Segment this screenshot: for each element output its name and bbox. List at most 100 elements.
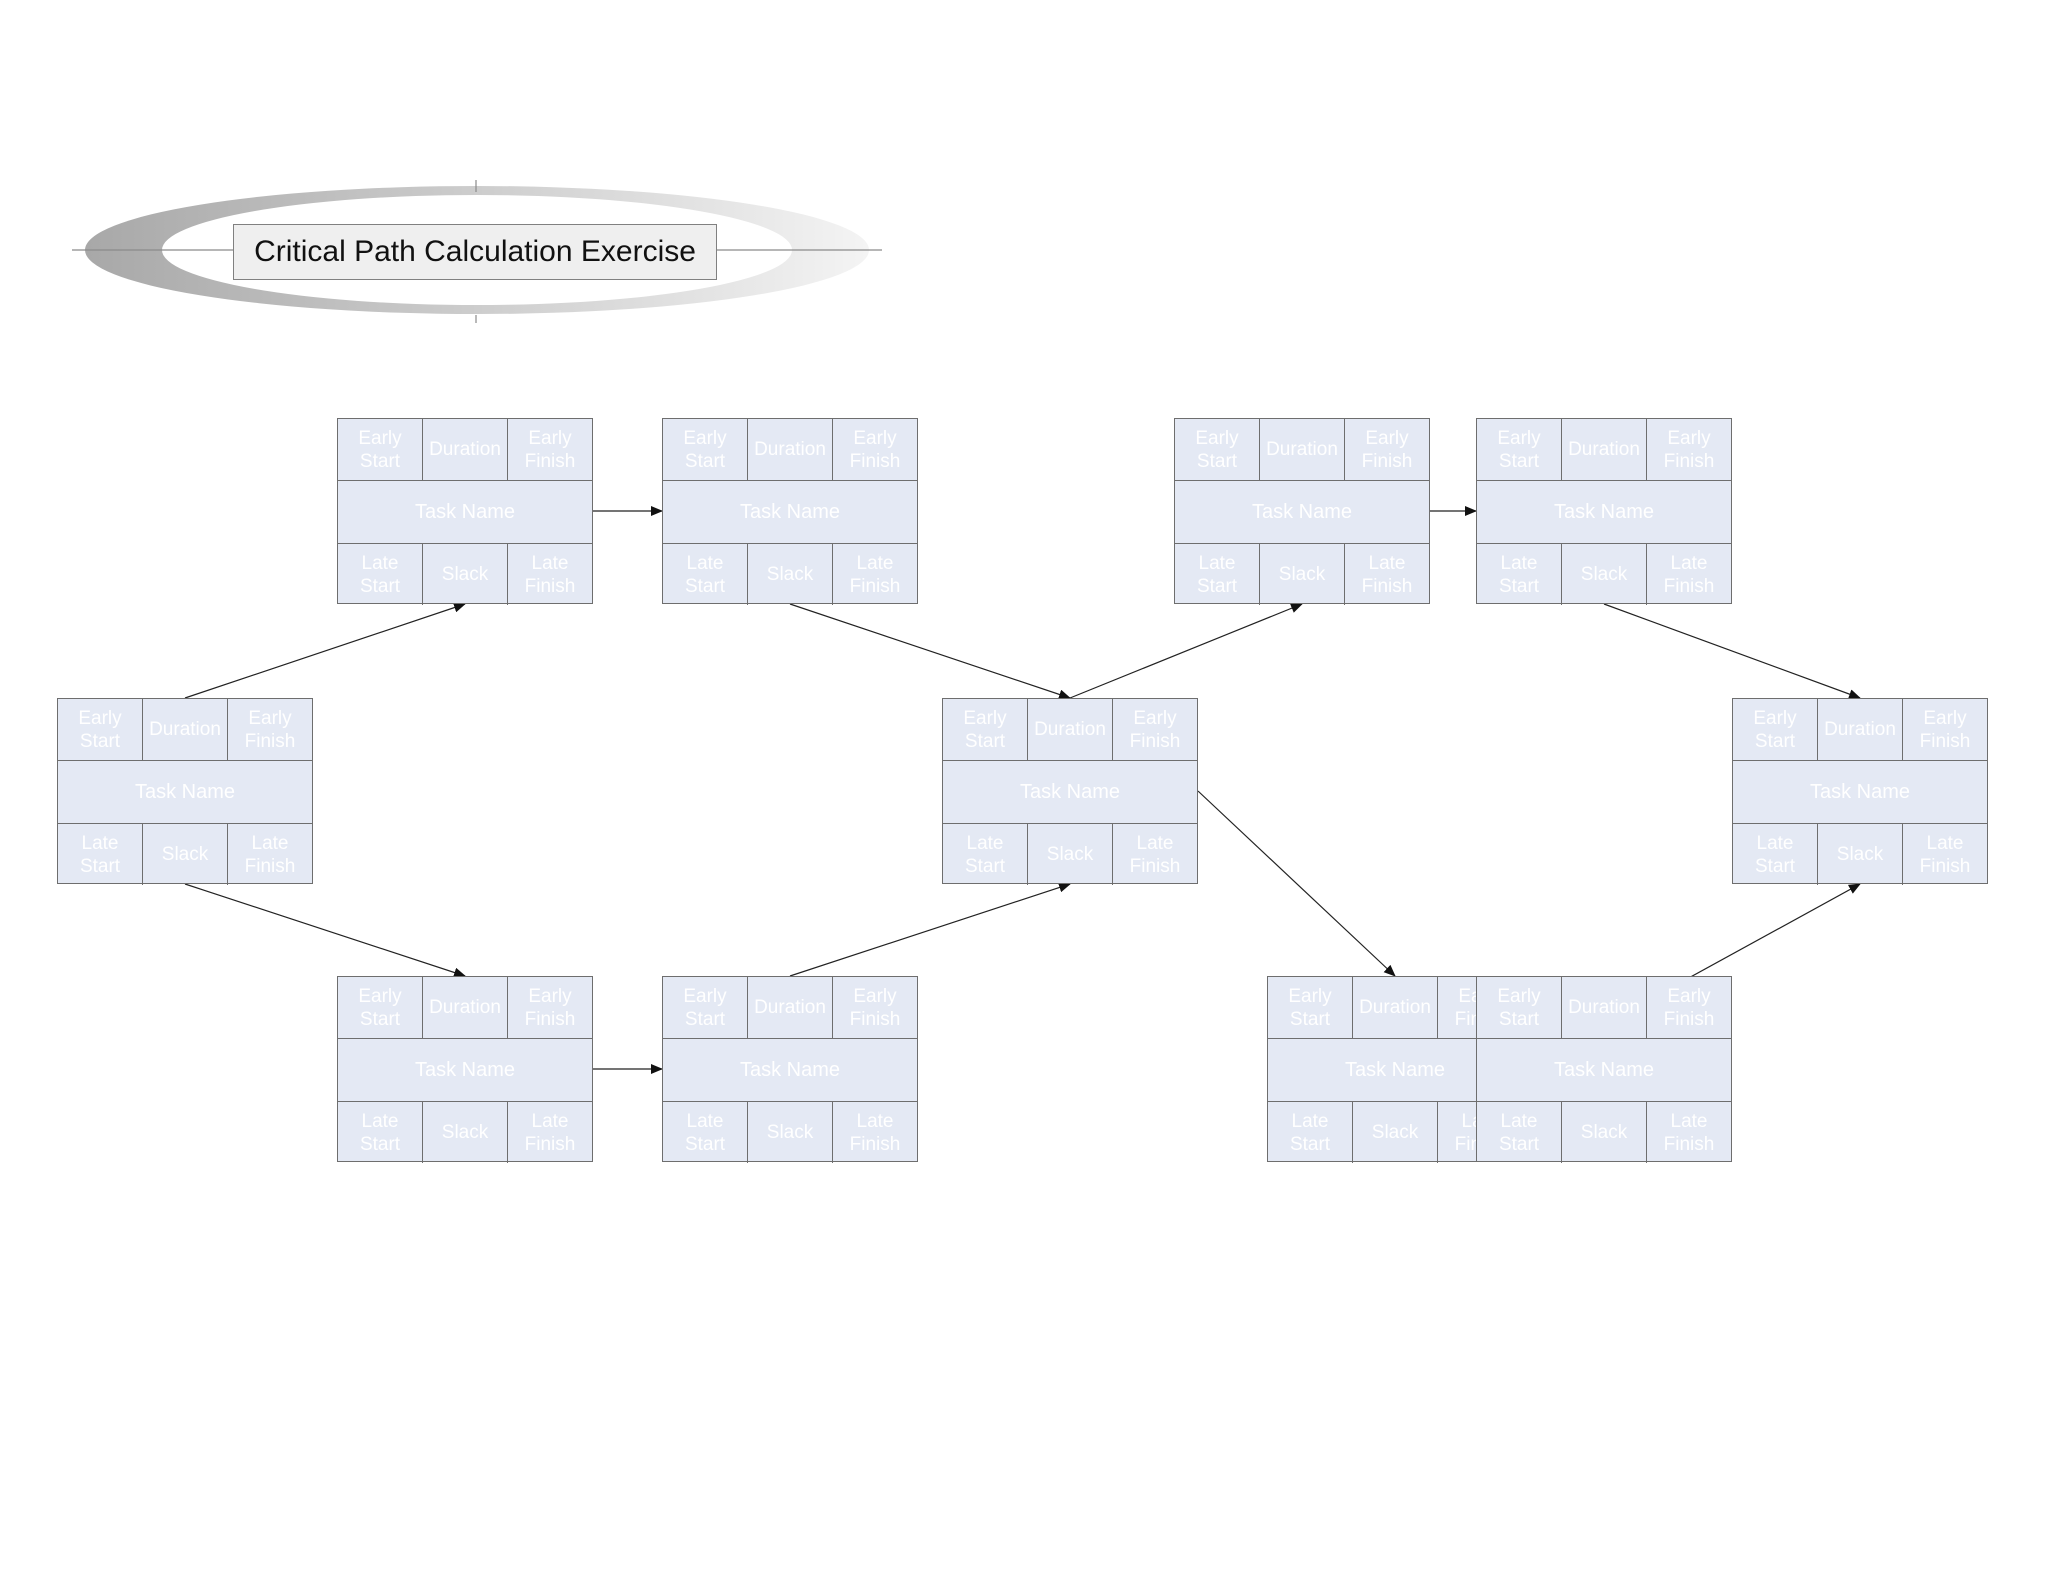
duration-cell: Duration (422, 977, 507, 1038)
early-start-cell: Early Start (1497, 427, 1541, 472)
late-start-cell: Late Start (1196, 552, 1238, 597)
duration-cell: Duration (1027, 699, 1112, 760)
late-start-cell: Late Start (1754, 832, 1796, 877)
dependency-arrow (1603, 603, 1861, 699)
slack-cell: Slack (422, 544, 507, 605)
late-start-cell: Late Start (1498, 1110, 1540, 1155)
task-name-cell: Task Name (1344, 1058, 1446, 1081)
task-name-cell: Task Name (739, 500, 841, 523)
task-name-cell: Task Name (739, 1058, 841, 1081)
task-node-row: Task Name (1175, 481, 1429, 543)
task-node-row: Task Name (338, 481, 592, 543)
late-finish-cell: Late Finish (507, 544, 592, 605)
task-node-row: Task Name (663, 481, 917, 543)
task-node-row: Task Name (1733, 761, 1987, 823)
early-start-cell: Early Start (358, 985, 402, 1030)
late-finish-cell: Late Finish (832, 1102, 917, 1163)
late-start-cell: Late Start (1498, 552, 1540, 597)
early-finish-cell: Early Finish (1902, 699, 1987, 760)
late-finish-cell: Late Finish (1902, 824, 1987, 885)
task-name-cell: Task Name (1019, 780, 1121, 803)
slack-cell: Slack (1561, 1102, 1646, 1163)
early-finish-cell: Early Finish (1112, 699, 1197, 760)
early-start-cell: Early Start (1288, 985, 1332, 1030)
slack-cell: Slack (1027, 824, 1112, 885)
duration-cell: Duration (422, 419, 507, 480)
early-finish-cell: Early Finish (832, 977, 917, 1038)
slack-cell: Slack (142, 824, 227, 885)
late-finish-cell: Late Finish (507, 1102, 592, 1163)
slack-cell: Slack (1561, 544, 1646, 605)
slack-cell: Slack (1817, 824, 1902, 885)
duration-cell: Duration (1561, 419, 1646, 480)
early-start-cell: Early Start (1497, 985, 1541, 1030)
diagram-title: Critical Path Calculation Exercise (233, 224, 717, 280)
early-start-cell: Early Start (963, 707, 1007, 752)
task-node-row: Task Name (943, 761, 1197, 823)
late-start-cell: Late Start (359, 1110, 401, 1155)
task-node-row: Task Name (58, 761, 312, 823)
duration-cell: Duration (1259, 419, 1344, 480)
title-banner: Critical Path Calculation Exercise (70, 178, 885, 323)
dependency-arrow (789, 603, 1071, 700)
task-node-row: Task Name (663, 1039, 917, 1101)
early-finish-cell: Early Finish (507, 977, 592, 1038)
task-name-cell: Task Name (134, 780, 236, 803)
task-name-cell: Task Name (414, 1058, 516, 1081)
early-finish-cell: Early Finish (832, 419, 917, 480)
early-finish-cell: Early Finish (1646, 419, 1731, 480)
late-start-cell: Late Start (684, 1110, 726, 1155)
early-finish-cell: Early Finish (1344, 419, 1429, 480)
late-finish-cell: Late Finish (1344, 544, 1429, 605)
early-start-cell: Early Start (683, 427, 727, 472)
slack-cell: Slack (747, 1102, 832, 1163)
duration-cell: Duration (747, 977, 832, 1038)
task-node-row: Task Name (1268, 1039, 1522, 1101)
title-ellipse-graphic (72, 180, 882, 323)
duration-cell: Duration (1561, 977, 1646, 1038)
late-start-cell: Late Start (1289, 1110, 1331, 1155)
late-finish-cell: Late Finish (227, 824, 312, 885)
late-finish-cell: Late Finish (1112, 824, 1197, 885)
late-finish-cell: Late Finish (832, 544, 917, 605)
duration-cell: Duration (142, 699, 227, 760)
late-start-cell: Late Start (359, 552, 401, 597)
dependency-arrow (184, 883, 466, 978)
task-name-cell: Task Name (1251, 500, 1353, 523)
dependency-arrow (184, 602, 466, 699)
slack-cell: Slack (1259, 544, 1344, 605)
early-start-cell: Early Start (358, 427, 402, 472)
duration-cell: Duration (747, 419, 832, 480)
task-name-cell: Task Name (1553, 1058, 1655, 1081)
dependency-arrow (789, 882, 1071, 977)
early-start-cell: Early Start (1195, 427, 1239, 472)
late-finish-cell: Late Finish (1646, 544, 1731, 605)
